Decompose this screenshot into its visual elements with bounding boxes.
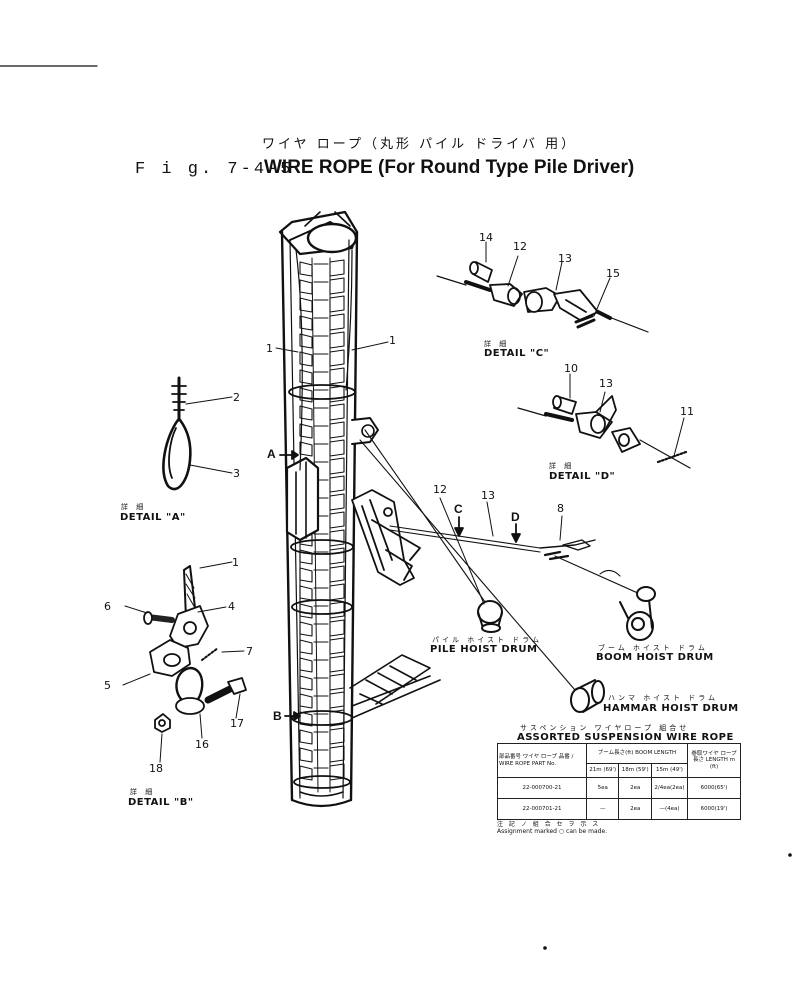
table-cell: 2ea bbox=[618, 798, 652, 820]
table-cell: 2/4ea(2ea) bbox=[650, 777, 689, 799]
view-arrows bbox=[280, 451, 520, 720]
pile-hoist-drum-label: PILE HOIST DRUM bbox=[430, 644, 538, 655]
hammer-hoist-drum-jp: ハンマ ホイスト ドラム bbox=[608, 694, 719, 702]
part-number-m13: 13 bbox=[481, 489, 495, 502]
part-number-d10: 10 bbox=[564, 362, 578, 375]
part-number-mast-left: 1 bbox=[266, 342, 273, 355]
detail-b-label: DETAIL "B" bbox=[128, 797, 194, 808]
part-number-b18: 18 bbox=[149, 762, 163, 775]
part-number-a2: 2 bbox=[233, 391, 240, 404]
part-number-a3: 3 bbox=[233, 467, 240, 480]
table-cell: 6000(65') bbox=[687, 777, 741, 799]
detail-c-label: DETAIL "C" bbox=[484, 348, 550, 359]
part-number-b6: 6 bbox=[104, 600, 111, 613]
table-cell: 22-000700-21 bbox=[497, 777, 587, 799]
part-number-b17: 17 bbox=[230, 717, 244, 730]
detail-a-jp: 詳 細 bbox=[121, 503, 147, 511]
table-sub-2: 15m (49') bbox=[650, 763, 689, 778]
part-number-b16: 16 bbox=[195, 738, 209, 751]
part-number-b1: 1 bbox=[232, 556, 239, 569]
table-row: 22-000700-21 5ea 2ea 2/4ea(2ea) 6000(65'… bbox=[497, 777, 741, 799]
view-marker-d: D bbox=[511, 510, 520, 524]
detail-c-drawing bbox=[437, 242, 648, 332]
table-cell: 5ea bbox=[585, 777, 620, 799]
boom-hoist-drum bbox=[620, 587, 655, 640]
detail-b-drawing bbox=[123, 562, 246, 762]
leader-mast bbox=[280, 212, 378, 806]
table-cell: —(4ea) bbox=[650, 798, 689, 820]
view-marker-b: B bbox=[273, 709, 282, 723]
part-number-d13: 13 bbox=[599, 377, 613, 390]
boom-hoist-drum-label: BOOM HOIST DRUM bbox=[596, 652, 714, 663]
view-marker-c: C bbox=[454, 502, 463, 516]
table-cell: — bbox=[585, 798, 620, 820]
table-cell: 22-000701-21 bbox=[497, 798, 587, 820]
table-row: 22-000701-21 — 2ea —(4ea) 6000(19') bbox=[497, 798, 741, 820]
part-number-mast-right: 1 bbox=[389, 334, 396, 347]
part-number-c12: 12 bbox=[513, 240, 527, 253]
table-head-boom: ブーム長さ(ft) BOOM LENGTH bbox=[586, 743, 688, 764]
detail-b-jp: 詳 細 bbox=[130, 788, 156, 796]
detail-d-drawing bbox=[518, 374, 690, 468]
assorted-wire-rope-table: 部品番号 ワイヤ ロープ 品番 / WIRE ROPE PART No. ブーム… bbox=[497, 743, 741, 820]
detail-a-label: DETAIL "A" bbox=[120, 512, 186, 523]
part-number-b7: 7 bbox=[246, 645, 253, 658]
base-frame bbox=[350, 655, 440, 718]
pile-hoist-drum-jp: パイル ホイスト ドラム bbox=[432, 636, 543, 644]
table-sub-0: 21m (69') bbox=[585, 763, 620, 778]
table-title: ASSORTED SUSPENSION WIRE ROPE bbox=[517, 732, 734, 743]
part-number-c14: 14 bbox=[479, 231, 493, 244]
table-head-part: 部品番号 ワイヤ ロープ 品番 / WIRE ROPE PART No. bbox=[497, 743, 587, 778]
figure-number: F i g. 7-4-5 bbox=[135, 160, 294, 179]
table-note-jp: 注 記 ノ 組 合 セ ヲ 示 ス bbox=[497, 821, 601, 828]
boom-bracket bbox=[352, 490, 420, 585]
part-number-b5: 5 bbox=[104, 679, 111, 692]
table-sub-1: 18m (59') bbox=[618, 763, 652, 778]
title-english: WIRE ROPE (For Round Type Pile Driver) bbox=[264, 157, 635, 178]
part-number-c15: 15 bbox=[606, 267, 620, 280]
detail-d-jp: 詳 細 bbox=[549, 462, 575, 470]
table-cell: 6000(19') bbox=[687, 798, 741, 820]
part-number-c13: 13 bbox=[558, 252, 572, 265]
detail-a-drawing bbox=[163, 378, 232, 489]
part-number-d11: 11 bbox=[680, 405, 694, 418]
detail-d-label: DETAIL "D" bbox=[549, 471, 616, 482]
view-marker-a: A bbox=[267, 447, 276, 461]
boom-hoist-drum-jp: ブーム ホイスト ドラム bbox=[598, 644, 708, 652]
pile-hoist-drum bbox=[478, 601, 502, 632]
table-title-jp: サスペンション ワイヤロープ 組合せ bbox=[520, 724, 690, 732]
part-number-b4: 4 bbox=[228, 600, 235, 613]
part-number-m8: 8 bbox=[557, 502, 564, 515]
detail-c-jp: 詳 細 bbox=[484, 340, 510, 348]
table-head-length: 巻取ワイヤ ロープ長さ LENGTH m (ft) bbox=[687, 743, 741, 778]
table-note: Assignment marked ○ can be made. bbox=[497, 828, 608, 835]
hammer-hoist-drum bbox=[571, 680, 604, 712]
hammer-hoist-drum-label: HAMMAR HOIST DRUM bbox=[603, 703, 739, 714]
table-cell: 2ea bbox=[618, 777, 652, 799]
part-number-m12: 12 bbox=[433, 483, 447, 496]
title-japanese: ワイヤ ロープ（丸形 パイル ドライバ 用） bbox=[262, 137, 578, 152]
